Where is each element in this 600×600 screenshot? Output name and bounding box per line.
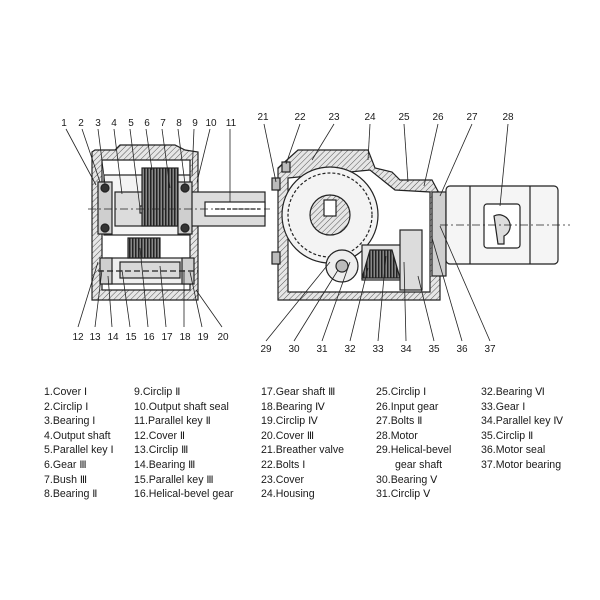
legend-column-3: 17.Gear shaft Ⅲ 18.Bearing Ⅳ 19.Circlip … — [261, 385, 344, 502]
callout-20: 20 — [217, 332, 229, 343]
callout-36: 36 — [456, 344, 468, 355]
callout-1: 1 — [61, 118, 67, 129]
callout-21: 21 — [257, 112, 269, 123]
callout-29: 29 — [260, 344, 272, 355]
callout-14: 14 — [107, 332, 119, 343]
legend-item-2: 2.Circlip Ⅰ — [44, 400, 89, 413]
callout-9: 9 — [192, 118, 198, 129]
legend-item-16: 16.Helical-bevel gear — [134, 488, 234, 501]
legend-item-7: 7.Bush Ⅲ — [44, 473, 88, 486]
legend-item-17: 17.Gear shaft Ⅲ — [261, 386, 336, 398]
legend-column-1: 1.Cover Ⅰ 2.Circlip Ⅰ 3.Bearing Ⅰ 4.Outp… — [44, 385, 114, 502]
callout-numbers: 1 2 3 4 5 6 7 8 9 10 11 12 13 14 15 16 1… — [61, 112, 514, 355]
legend-item-25: 25.Circlip Ⅰ — [376, 386, 427, 398]
callout-15: 15 — [125, 332, 137, 343]
legend-item-24: 24.Housing — [261, 488, 315, 501]
legend-item-6: 6.Gear Ⅲ — [44, 458, 87, 471]
legend-column-2: 9.Circlip Ⅱ 10.Output shaft seal 11.Para… — [134, 385, 234, 502]
legend-item-19: 19.Circlip Ⅳ — [261, 415, 318, 428]
callout-6: 6 — [144, 118, 150, 129]
legend-item-37: 37.Motor bearing — [481, 458, 562, 471]
legend-item-5: 5.Parallel key Ⅰ — [44, 444, 114, 457]
legend-item-1: 1.Cover Ⅰ — [44, 386, 88, 398]
callout-25: 25 — [398, 112, 410, 123]
legend-item-4: 4.Output shaft — [44, 429, 111, 442]
callout-3: 3 — [95, 118, 101, 129]
callout-31: 31 — [316, 344, 328, 355]
callout-34: 34 — [400, 344, 412, 355]
callout-18: 18 — [179, 332, 191, 343]
legend-column-4: 25.Circlip Ⅰ 26.Input gear 27.Bolts Ⅱ 28… — [376, 385, 451, 502]
callout-32: 32 — [344, 344, 356, 355]
callout-2: 2 — [78, 118, 84, 129]
legend-item-12: 12.Cover Ⅱ — [134, 429, 186, 442]
legend-item-36: 36.Motor seal — [481, 444, 546, 457]
callout-12: 12 — [72, 332, 84, 343]
legend-item-10: 10.Output shaft seal — [134, 400, 229, 413]
legend-item-29: 29.Helical-bevel — [376, 444, 452, 457]
legend-item-14: 14.Bearing Ⅲ — [134, 458, 196, 471]
legend-item-31: 31.Circlip Ⅴ — [376, 488, 431, 501]
callout-4: 4 — [111, 118, 117, 129]
callout-22: 22 — [294, 112, 306, 123]
callout-17: 17 — [161, 332, 173, 343]
callout-28: 28 — [502, 112, 514, 123]
legend-item-35: 35.Circlip Ⅱ — [481, 429, 534, 442]
legend-item-11: 11.Parallel key Ⅱ — [134, 415, 211, 428]
legend-column-5: 32.Bearing Ⅵ 33.Gear Ⅰ 34.Parallel key Ⅳ… — [481, 385, 563, 473]
callout-8: 8 — [176, 118, 182, 129]
legend-item-3: 3.Bearing Ⅰ — [44, 415, 96, 428]
callout-24: 24 — [364, 112, 376, 123]
callout-16: 16 — [143, 332, 155, 343]
leader-lines — [65, 123, 509, 342]
legend-item-30: 30.Bearing Ⅴ — [376, 473, 438, 486]
callout-26: 26 — [432, 112, 444, 123]
legend-item-26: 26.Input gear — [376, 400, 439, 413]
legend-item-13: 13.Circlip Ⅲ — [134, 444, 189, 457]
callout-7: 7 — [160, 118, 166, 129]
legend-item-20: 20.Cover Ⅲ — [261, 429, 315, 442]
legend-item-34: 34.Parallel key Ⅳ — [481, 415, 564, 428]
callout-37: 37 — [484, 344, 496, 355]
callout-35: 35 — [428, 344, 440, 355]
legend-item-33: 33.Gear Ⅰ — [481, 400, 526, 413]
legend-item-22: 22.Bolts Ⅰ — [261, 458, 306, 471]
callout-30: 30 — [288, 344, 300, 355]
legend-item-27: 27.Bolts Ⅱ — [376, 415, 423, 428]
legend-item-29-cont: gear shaft — [395, 458, 443, 471]
callout-19: 19 — [197, 332, 209, 343]
legend-item-15: 15.Parallel key Ⅲ — [134, 473, 214, 486]
left-section-view — [88, 144, 270, 301]
legend-item-21: 21.Breather valve — [261, 444, 345, 457]
legend-item-8: 8.Bearing Ⅱ — [44, 488, 98, 501]
right-section-view — [271, 149, 570, 301]
callout-11: 11 — [226, 118, 237, 129]
legend-item-28: 28.Motor — [376, 429, 418, 442]
legend-item-32: 32.Bearing Ⅵ — [481, 386, 545, 398]
callout-10: 10 — [205, 118, 217, 129]
callout-27: 27 — [466, 112, 478, 123]
legend-item-23: 23.Cover — [261, 473, 304, 486]
gearbox-diagram: 1 2 3 4 5 6 7 8 9 10 11 12 13 14 15 16 1… — [61, 112, 570, 355]
callout-5: 5 — [128, 118, 134, 129]
callout-13: 13 — [89, 332, 101, 343]
legend-item-9: 9.Circlip Ⅱ — [134, 386, 181, 398]
callout-23: 23 — [328, 112, 340, 123]
legend-item-18: 18.Bearing Ⅳ — [261, 400, 325, 413]
callout-33: 33 — [372, 344, 384, 355]
